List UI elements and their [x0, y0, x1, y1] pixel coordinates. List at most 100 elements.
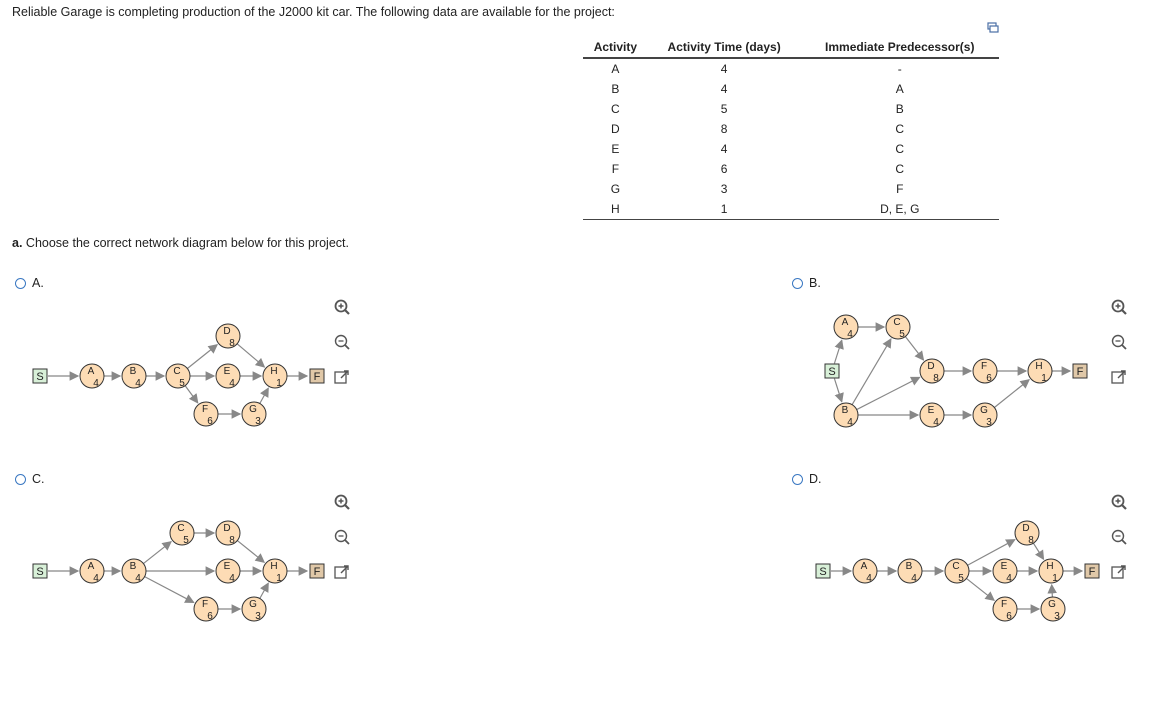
zoom-out-icon[interactable]	[1110, 333, 1128, 351]
activity-node-time: 1	[1041, 373, 1047, 384]
edge-D-H	[1032, 542, 1045, 561]
zoom-out-icon[interactable]	[333, 333, 351, 351]
activity-node-letter: F	[202, 599, 208, 610]
activity-node-letter: A	[861, 561, 868, 572]
activity-node-time: 4	[229, 378, 235, 389]
cell-time: 8	[720, 122, 728, 136]
activity-node-time: 3	[255, 416, 261, 427]
zoom-in-icon[interactable]	[333, 493, 351, 511]
edge-G-H	[993, 378, 1031, 408]
activity-node-d	[919, 358, 945, 384]
intro-text: Reliable Garage is completing production…	[12, 5, 615, 19]
cell-activity: E	[611, 142, 620, 156]
start-node	[815, 563, 831, 579]
cell-activity: F	[611, 162, 620, 176]
activity-node-letter: B	[906, 561, 913, 572]
zoom-out-icon[interactable]	[333, 528, 351, 546]
option-c[interactable]: C.	[15, 472, 45, 486]
edge-G-H	[259, 582, 269, 599]
activity-node-a	[79, 558, 105, 584]
cell-time: 3	[720, 182, 728, 196]
option-d-radio[interactable]	[792, 473, 803, 485]
activity-node-a	[79, 363, 105, 389]
activity-node-letter: D	[223, 523, 230, 534]
activity-table: Activity Activity Time (days) Immediate …	[583, 38, 999, 220]
edge-C-D	[186, 343, 219, 369]
activity-node-time: 6	[986, 373, 992, 384]
activity-node-time: 6	[207, 416, 213, 427]
part-a-letter: a.	[12, 236, 23, 250]
activity-node-time: 1	[276, 378, 282, 389]
activity-node-letter: E	[928, 405, 935, 416]
zoom-in-icon[interactable]	[1110, 493, 1128, 511]
option-b[interactable]: B.	[792, 276, 821, 290]
edge-B-F	[144, 576, 195, 604]
activity-node-e	[919, 402, 945, 428]
activity-node-time: 4	[135, 378, 141, 389]
activity-node-c	[944, 558, 970, 584]
activity-node-letter: F	[202, 404, 208, 415]
cell-activity: G	[610, 182, 621, 196]
cell-predecessors: A	[895, 82, 904, 96]
option-a-radio[interactable]	[15, 277, 26, 289]
activity-node-letter: C	[893, 317, 900, 328]
activity-node-d	[215, 520, 241, 546]
activity-node-c	[169, 520, 195, 546]
start-node	[32, 368, 48, 384]
activity-node-letter: B	[130, 366, 137, 377]
cell-time: 4	[720, 82, 728, 96]
start-node	[32, 563, 48, 579]
option-a[interactable]: A.	[15, 276, 44, 290]
activity-node-letter: E	[224, 366, 231, 377]
zoom-in-icon[interactable]	[333, 298, 351, 316]
copy-icon[interactable]	[987, 22, 999, 34]
activity-node-time: 4	[93, 573, 99, 584]
activity-node-time: 5	[958, 573, 964, 584]
activity-node-time: 3	[1054, 611, 1060, 622]
finish-node-label: F	[1089, 566, 1096, 578]
activity-node-time: 4	[93, 378, 99, 389]
activity-node-letter: C	[173, 366, 180, 377]
activity-node-b	[121, 558, 147, 584]
activity-node-time: 4	[847, 329, 853, 340]
expand-icon[interactable]	[333, 563, 351, 581]
activity-node-letter: A	[88, 561, 95, 572]
activity-node-f	[193, 401, 219, 427]
activity-node-e	[215, 363, 241, 389]
activity-node-letter: G	[249, 599, 257, 610]
expand-icon[interactable]	[1110, 563, 1128, 581]
cell-time: 5	[720, 102, 728, 116]
cell-predecessors: D, E, G	[800, 199, 999, 220]
expand-icon[interactable]	[1110, 368, 1128, 386]
activity-node-time: 5	[183, 535, 189, 546]
zoom-out-icon[interactable]	[1110, 528, 1128, 546]
expand-icon[interactable]	[333, 368, 351, 386]
activity-node-c	[885, 314, 911, 340]
option-d[interactable]: D.	[792, 472, 822, 486]
header-activity: Activity	[583, 38, 648, 59]
cell-predecessors: B	[895, 102, 904, 116]
cell-predecessors: C	[895, 122, 905, 136]
activity-node-time: 8	[229, 338, 235, 349]
zoom-in-icon[interactable]	[1110, 298, 1128, 316]
finish-node-label: F	[314, 566, 321, 578]
activity-node-time: 4	[933, 417, 939, 428]
activity-node-letter: A	[842, 317, 849, 328]
header-predecessors: Immediate Predecessor(s)	[800, 38, 999, 59]
activity-node-letter: H	[1035, 361, 1042, 372]
activity-node-d	[215, 323, 241, 349]
activity-node-c	[165, 363, 191, 389]
option-b-radio[interactable]	[792, 277, 803, 289]
edge-G-H	[1047, 583, 1057, 598]
cell-activity: C	[611, 102, 620, 116]
activity-node-letter: C	[177, 523, 184, 534]
activity-node-time: 8	[229, 535, 235, 546]
option-c-radio[interactable]	[15, 473, 26, 485]
